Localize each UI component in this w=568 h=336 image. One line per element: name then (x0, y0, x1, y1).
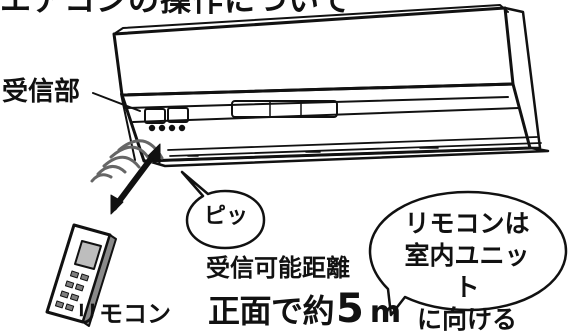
double-arrow-shaft (111, 149, 159, 211)
receiver-pointer-line (92, 92, 141, 112)
page-title: エアコンの操作について (0, 0, 352, 19)
receiver-window-1 (144, 108, 166, 124)
double-arrow-icon (110, 143, 161, 215)
instruction-line-2: 室内ユニット (404, 241, 530, 302)
remote-button-3 (64, 280, 75, 289)
remote-control-side (82, 234, 117, 327)
distance-caption: 受信可能距離 (206, 254, 350, 282)
beep-bubble-outline (180, 170, 266, 250)
indicator-light-2 (158, 124, 166, 132)
receiver-label: 受信部 (2, 77, 81, 107)
remote-button-1 (69, 270, 80, 279)
remote-control-screen (74, 240, 102, 270)
instruction-bubble-outline (368, 190, 568, 317)
air-conditioner-face-fold (124, 96, 509, 109)
instruction-line-3: に向ける (416, 305, 517, 334)
air-conditioner-right-side (503, 6, 542, 150)
distance-prefix: 正面で約 (208, 292, 335, 330)
signal-wave-2 (96, 165, 127, 176)
signal-wave-1 (90, 173, 113, 183)
air-conditioner-vent-line-1 (167, 136, 538, 151)
distance-number: 5 (336, 286, 364, 332)
air-conditioner-bottom-vent (146, 146, 550, 168)
beep-bubble-icon (180, 170, 266, 250)
indicator-light-3 (168, 124, 176, 132)
indicator-light-4 (178, 124, 186, 132)
beep-text: ピッ (203, 204, 248, 229)
instruction-text: リモコンは 室内ユニット に向ける (398, 208, 536, 336)
receiver-window-2 (167, 107, 189, 123)
instruction-line-1: リモコンは (404, 209, 530, 238)
remote-button-7 (54, 300, 65, 309)
remote-label: リモコン (75, 300, 171, 328)
receiver-pointer-icon (92, 92, 141, 112)
air-conditioner-vent-line-2 (169, 142, 542, 157)
instruction-bubble-icon (368, 190, 568, 317)
air-conditioner-top-panel (112, 6, 515, 97)
air-conditioner-icon (112, 4, 550, 168)
air-conditioner-lower-face (132, 107, 520, 123)
remote-control-icon (45, 223, 117, 327)
signal-wave-3 (102, 155, 141, 169)
double-arrow-head-top (147, 143, 161, 164)
remote-button-2 (79, 273, 90, 282)
remote-button-5 (59, 290, 70, 299)
remote-button-6 (69, 293, 80, 302)
distance-value: 正面で約 5 m (208, 289, 401, 329)
indicator-light-1 (148, 124, 156, 132)
remote-button-4 (74, 283, 85, 292)
double-arrow-head-bottom (110, 194, 124, 215)
distance-unit: m (369, 295, 402, 330)
remote-button-8 (64, 303, 75, 312)
display-panel (231, 100, 338, 118)
